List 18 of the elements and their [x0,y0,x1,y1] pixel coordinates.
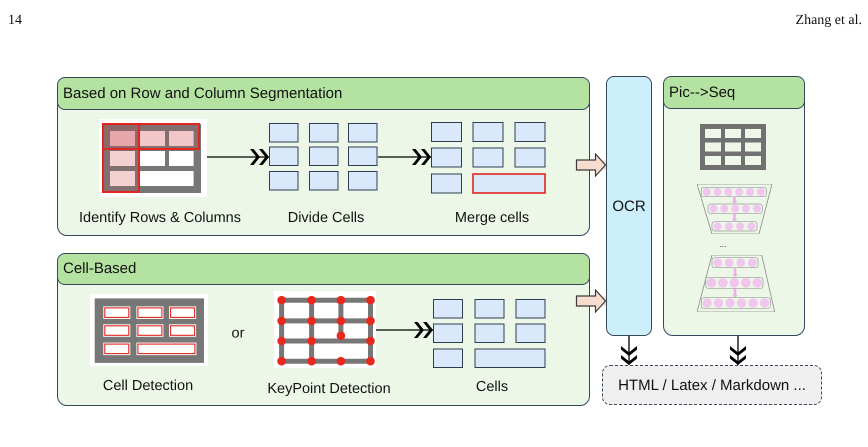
panel-header: Pic-->Seq [663,76,805,109]
group-panel [663,76,805,336]
process-box: OCR [606,76,652,336]
group-panel [57,77,590,236]
connector-word: or [232,325,244,343]
page-number: 14 [8,13,22,30]
step-label: Cell Detection [102,377,194,395]
step-label: Identify Rows & Columns [79,209,241,227]
panel-header: Based on Row and Column Segmentation [57,77,590,110]
step-label: KeyPoint Detection [267,380,391,398]
step-label: Divide Cells [288,209,364,227]
step-label: Merge cells [454,209,530,227]
step-label: Cells [476,378,508,396]
output-box: HTML / Latex / Markdown ... [602,365,822,405]
group-panel [57,253,590,406]
running-header: Zhang et al. [796,13,862,30]
ellipsis: ... [720,240,726,250]
panel-header: Cell-Based [57,253,590,285]
